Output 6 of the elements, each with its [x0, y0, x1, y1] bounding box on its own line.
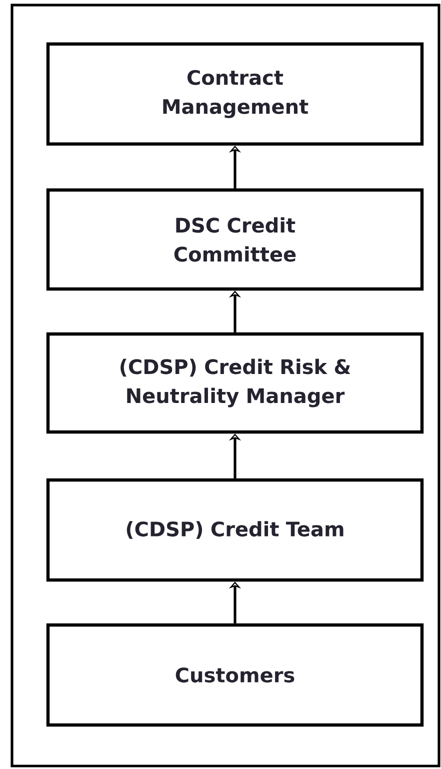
frame	[10, 4, 440, 768]
process-box: Customers	[46, 623, 424, 727]
process-box: DSC Credit Committee	[46, 188, 424, 291]
process-box: (CDSP) Credit Risk & Neutrality Manager	[46, 332, 424, 434]
process-box: (CDSP) Credit Team	[46, 478, 424, 582]
process-box: Contract Management	[46, 42, 424, 146]
